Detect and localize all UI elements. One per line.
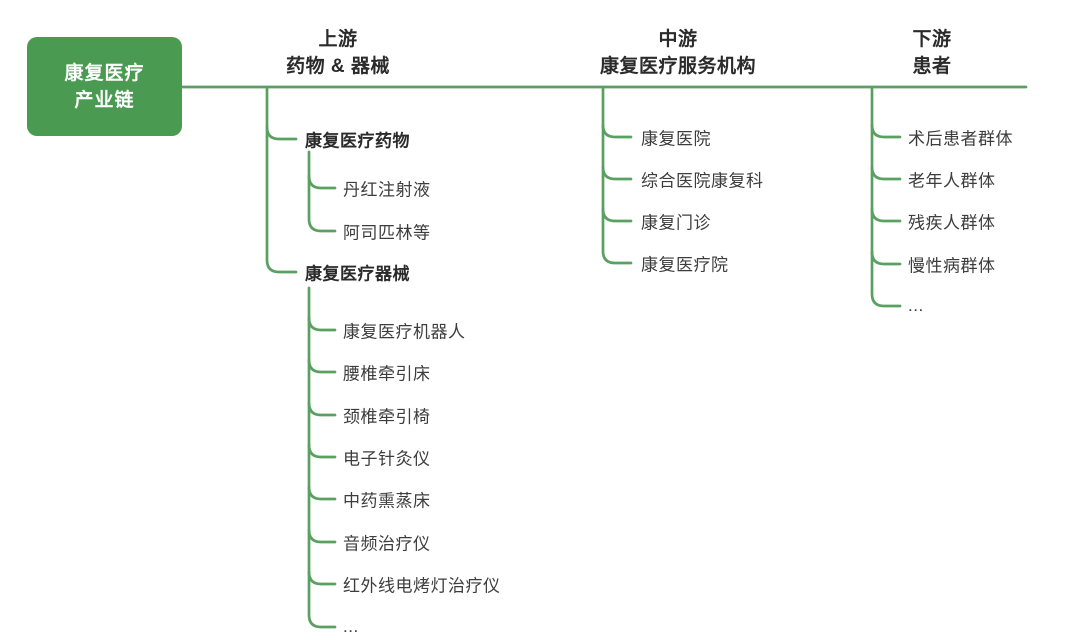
header-line1: 中游 bbox=[658, 29, 698, 50]
node-danhong-injection: 丹红注射液 bbox=[343, 180, 431, 200]
node-devices-ellipsis: ... bbox=[343, 617, 359, 636]
downstream-connectors bbox=[870, 85, 902, 308]
node-general-hospital-rehab-dept: 综合医院康复科 bbox=[641, 171, 764, 191]
node-elderly-group: 老年人群体 bbox=[908, 171, 996, 191]
node-audio-therapy-device: 音频治疗仪 bbox=[343, 534, 431, 554]
node-electronic-acupuncture-device: 电子针灸仪 bbox=[343, 449, 431, 469]
midstream-connectors bbox=[601, 85, 633, 265]
node-postop-patients: 术后患者群体 bbox=[908, 129, 1013, 149]
node-rehab-medical-institution: 康复医疗院 bbox=[641, 255, 729, 275]
header-line1: 上游 bbox=[318, 29, 358, 50]
node-rehab-drugs-group: 康复医疗药物 bbox=[305, 131, 410, 151]
root-label-line2: 产业链 bbox=[74, 89, 135, 111]
node-patients-ellipsis: ... bbox=[908, 296, 924, 315]
node-rehab-clinic: 康复门诊 bbox=[641, 213, 711, 233]
node-aspirin: 阿司匹林等 bbox=[343, 223, 431, 243]
node-infrared-lamp-therapy-device: 红外线电烤灯治疗仪 bbox=[343, 576, 501, 596]
branch-header-midstream: 中游 康复医疗服务机构 bbox=[538, 26, 818, 80]
node-rehab-hospital: 康复医院 bbox=[641, 129, 711, 149]
branch-header-downstream: 下游 患者 bbox=[852, 26, 1012, 80]
header-line2: 患者 bbox=[912, 56, 952, 77]
header-line1: 下游 bbox=[912, 29, 952, 50]
node-rehab-devices-group: 康复医疗器械 bbox=[305, 264, 410, 284]
node-disabled-group: 残疾人群体 bbox=[908, 213, 996, 233]
header-line2: 康复医疗服务机构 bbox=[599, 56, 756, 77]
node-chronic-disease-group: 慢性病群体 bbox=[908, 256, 996, 276]
root-node: 康复医疗 产业链 bbox=[27, 37, 182, 136]
node-cervical-traction-chair: 颈椎牵引椅 bbox=[343, 407, 431, 427]
root-label-line1: 康复医疗 bbox=[64, 62, 145, 84]
node-lumbar-traction-bed: 腰椎牵引床 bbox=[343, 364, 431, 384]
header-line2: 药物 & 器械 bbox=[286, 56, 390, 77]
branch-header-upstream: 上游 药物 & 器械 bbox=[238, 26, 438, 80]
node-rehab-robot: 康复医疗机器人 bbox=[343, 322, 466, 342]
upstream-connectors bbox=[265, 85, 337, 629]
node-tcm-fumigation-bed: 中药熏蒸床 bbox=[343, 491, 431, 511]
